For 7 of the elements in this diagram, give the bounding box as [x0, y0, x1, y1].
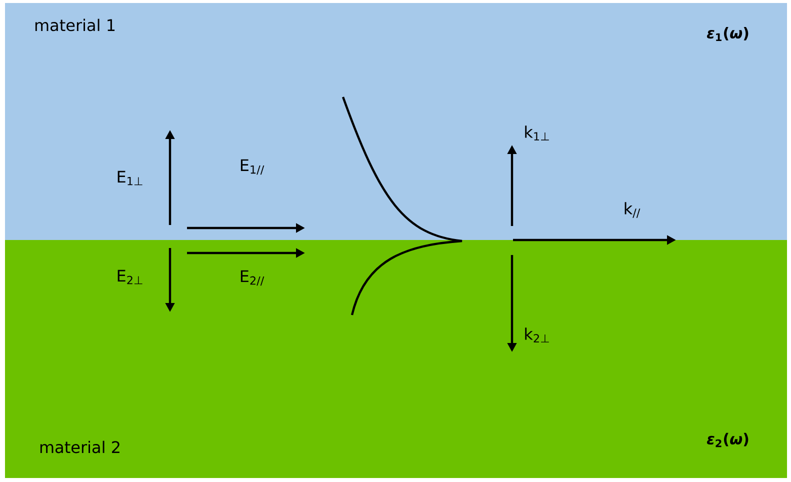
- vector-label: k$_{2⊥}$: [525, 328, 549, 342]
- vector-label: E$_{2//}$: [240, 270, 264, 286]
- vector-label: E$_{1//}$: [240, 159, 264, 175]
- vector-label: E$_{2⊥}$: [118, 270, 142, 284]
- vector-label: k$_{1⊥}$: [525, 126, 549, 140]
- vector-label: E$_{1⊥}$: [118, 170, 142, 186]
- vector-label: k$_{//}$: [624, 202, 640, 218]
